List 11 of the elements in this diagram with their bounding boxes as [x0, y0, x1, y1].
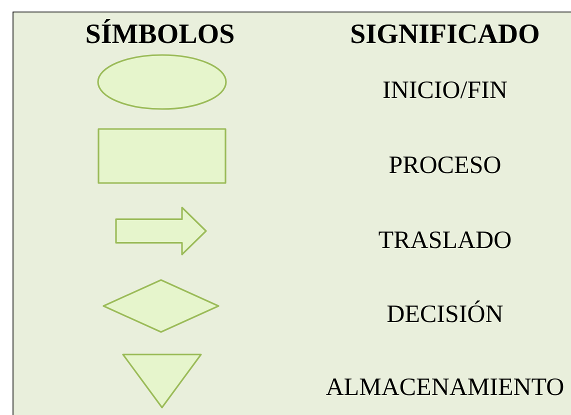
- meaning-label: INICIO/FIN: [383, 81, 507, 98]
- arrow-symbol: [115, 206, 207, 256]
- meaning-label: TRASLADO: [378, 231, 511, 248]
- column-header: SIGNIFICADO: [352, 24, 538, 44]
- ellipse-symbol: [97, 54, 227, 110]
- meaning-label: DECISIÓN: [387, 300, 503, 322]
- meaning-label: PROCESO: [389, 156, 500, 174]
- meaning-label: ALMACENAMIENTO: [326, 378, 564, 396]
- diamond-symbol: [102, 279, 220, 333]
- rectangle-symbol: [98, 128, 226, 184]
- triangle-symbol: [122, 354, 202, 408]
